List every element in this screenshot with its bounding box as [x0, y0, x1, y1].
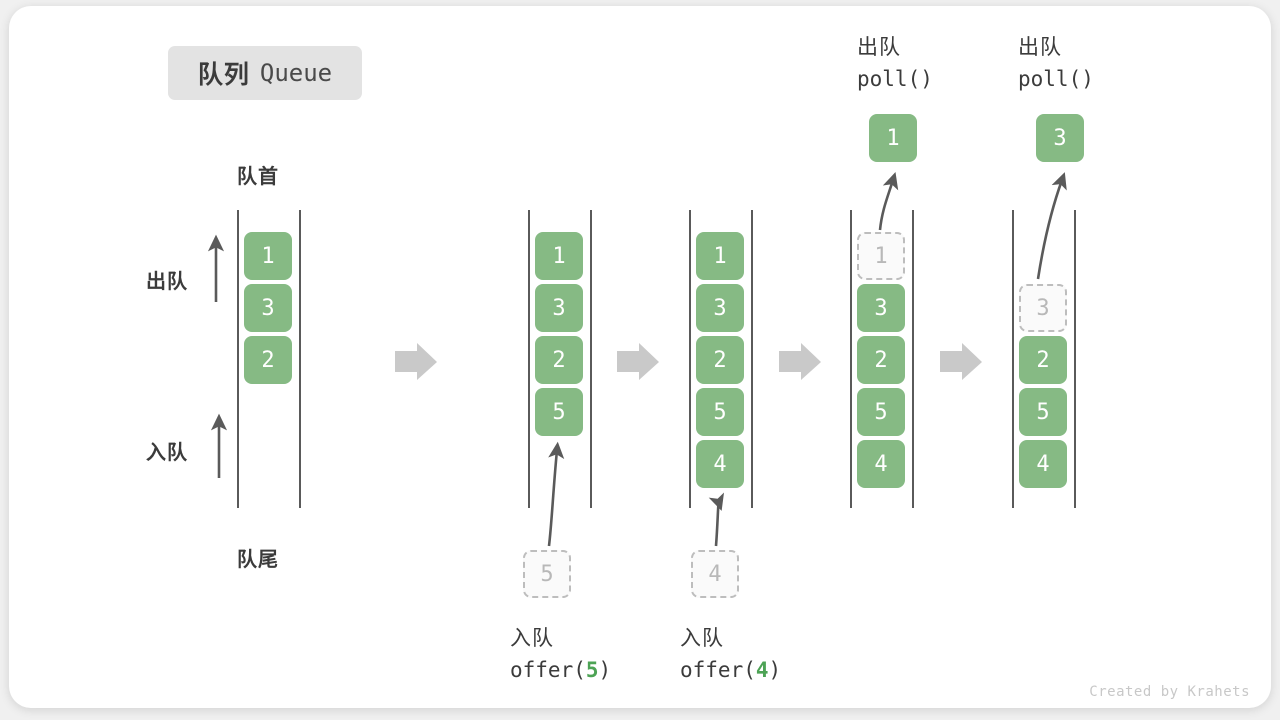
queue-cell: 1 [244, 232, 292, 280]
queue-cell-ghost: 3 [1019, 284, 1067, 332]
diagram-title-cn: 队列 [197, 61, 250, 89]
popped-cell: 1 [869, 114, 917, 162]
queue-cell: 4 [696, 440, 744, 488]
queue-cell: 3 [244, 284, 292, 332]
diagram-title-en: Queue [259, 59, 333, 87]
queue-cell: 4 [857, 440, 905, 488]
queue-cell: 2 [535, 336, 583, 384]
rail-left-col4 [850, 210, 852, 508]
label-dequeue: 出队 [146, 271, 188, 293]
queue-cell: 5 [1019, 388, 1067, 436]
queue-cell: 5 [857, 388, 905, 436]
code-suffix: ) [768, 658, 782, 682]
code-prefix: offer( [510, 658, 586, 682]
incoming-cell-ghost: 4 [691, 550, 739, 598]
header-dequeue-1-code: poll() [857, 67, 933, 91]
header-dequeue-3-cn: 出队 [1018, 36, 1062, 59]
incoming-cell-ghost: 5 [523, 550, 571, 598]
queue-cell: 5 [535, 388, 583, 436]
queue-cell: 2 [857, 336, 905, 384]
code-prefix: offer( [680, 658, 756, 682]
queue-cell: 3 [857, 284, 905, 332]
rail-right-col1 [299, 210, 301, 508]
diagram-title-chip: 队列 Queue [168, 46, 362, 100]
rail-right-col4 [912, 210, 914, 508]
rail-left-col1 [237, 210, 239, 508]
label-queue-head: 队首 [237, 166, 279, 188]
rail-left-col2 [528, 210, 530, 508]
label-queue-tail: 队尾 [237, 549, 279, 571]
queue-cell: 1 [535, 232, 583, 280]
rail-left-col5 [1012, 210, 1014, 508]
queue-cell-ghost: 1 [857, 232, 905, 280]
queue-cell: 4 [1019, 440, 1067, 488]
label-enqueue: 入队 [146, 442, 188, 464]
caption-enqueue-4-code: offer(4) [680, 658, 781, 682]
code-suffix: ) [598, 658, 612, 682]
code-arg: 5 [585, 658, 599, 682]
caption-enqueue-5-cn: 入队 [510, 627, 554, 650]
rail-right-col2 [590, 210, 592, 508]
header-dequeue-3-code: poll() [1018, 67, 1094, 91]
caption-enqueue-5-code: offer(5) [510, 658, 611, 682]
rail-right-col5 [1074, 210, 1076, 508]
queue-cell: 3 [696, 284, 744, 332]
popped-cell: 3 [1036, 114, 1084, 162]
header-dequeue-1-cn: 出队 [857, 36, 901, 59]
queue-cell: 2 [244, 336, 292, 384]
queue-cell: 2 [1019, 336, 1067, 384]
queue-cell: 2 [696, 336, 744, 384]
diagram-card [9, 6, 1271, 708]
queue-cell: 5 [696, 388, 744, 436]
queue-cell: 3 [535, 284, 583, 332]
credit-text: Created by Krahets [1089, 684, 1250, 700]
rail-right-col3 [751, 210, 753, 508]
code-arg: 4 [755, 658, 769, 682]
queue-cell: 1 [696, 232, 744, 280]
rail-left-col3 [689, 210, 691, 508]
caption-enqueue-4-cn: 入队 [680, 627, 724, 650]
